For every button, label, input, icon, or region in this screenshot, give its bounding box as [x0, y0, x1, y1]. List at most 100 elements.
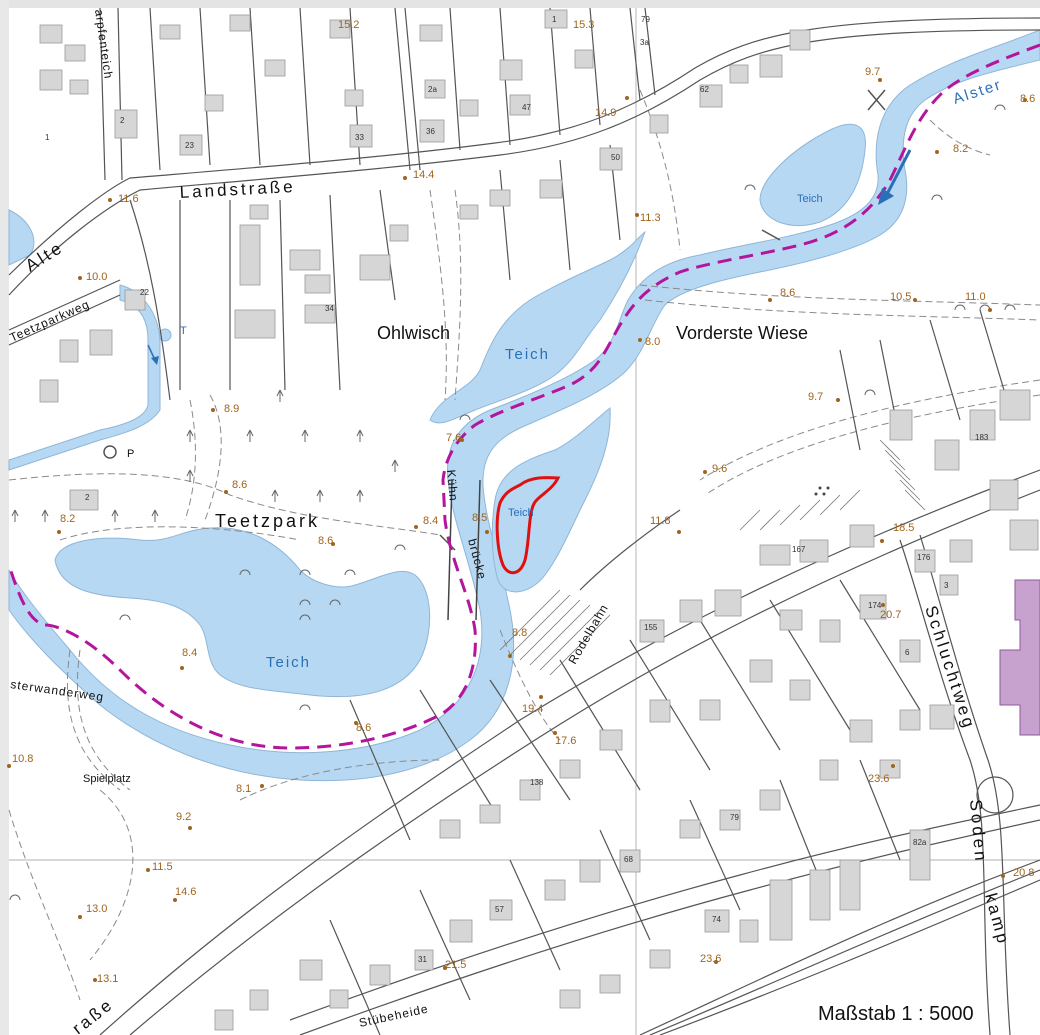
- elevation-label: 13.1: [97, 973, 118, 985]
- water-bodies: [8, 29, 1040, 782]
- water-t: T: [180, 325, 187, 337]
- house-number: 2: [85, 493, 90, 502]
- playground-dots: [814, 486, 830, 496]
- bush-symbols: [9, 104, 1016, 901]
- elevation-label: 7.6: [446, 432, 461, 444]
- elevation-label: 8.2: [953, 143, 968, 155]
- house-number: 155: [644, 623, 658, 632]
- elevation-label: 11.5: [152, 861, 173, 873]
- tree-symbols: [11, 389, 399, 522]
- water-teich-2: Teich: [505, 346, 550, 363]
- bridge-symbols: [439, 89, 886, 551]
- elevation-label: 19.4: [522, 703, 543, 715]
- elevation-label: 8.9: [224, 403, 239, 415]
- elevation-label: 20.7: [880, 609, 901, 621]
- area-spielplatz: Spielplatz: [83, 773, 131, 785]
- buildings: [39, 9, 1039, 1031]
- area-ohlwisch: Ohlwisch: [377, 323, 450, 343]
- elevation-label: 10.0: [86, 271, 107, 283]
- parking-label: P: [127, 448, 134, 460]
- purple-building: [999, 579, 1040, 736]
- elevation-label: 14.4: [413, 169, 434, 181]
- house-number: 31: [418, 955, 427, 964]
- elevation-label: 9.6: [712, 463, 727, 475]
- elevation-label: 14.6: [175, 886, 196, 898]
- water-teich-1: Teich: [797, 193, 823, 205]
- house-number: 22: [140, 288, 149, 297]
- flow-arrows: [147, 149, 912, 365]
- elevation-label: 15.3: [573, 19, 594, 31]
- elevation-label: 13.0: [86, 903, 107, 915]
- house-number: 6: [905, 648, 910, 657]
- elevation-label: 23.6: [700, 953, 721, 965]
- house-number: 47: [522, 103, 531, 112]
- house-number: 57: [495, 905, 504, 914]
- elevation-dots: [7, 78, 1027, 982]
- house-number: 3: [944, 581, 949, 590]
- elevation-label: 8.2: [60, 513, 75, 525]
- parking-symbol: [103, 445, 117, 459]
- elevation-label: 8.4: [423, 515, 438, 527]
- house-number: 50: [611, 153, 620, 162]
- top-border: [0, 0, 1040, 8]
- house-number: 3a: [640, 38, 649, 47]
- street-karpfenteich: arpfenteich: [92, 8, 116, 80]
- elevation-label: 18.5: [893, 522, 914, 534]
- roads: [8, 7, 1040, 1035]
- elevation-label: 21.5: [445, 959, 466, 971]
- scale-label: Maßstab 1 : 5000: [818, 1003, 974, 1025]
- elevation-label: 9.2: [176, 811, 191, 823]
- house-number: 138: [530, 778, 544, 787]
- boundary-line: [7, 43, 1040, 750]
- elevation-label: 9.7: [808, 391, 823, 403]
- elevation-label: 10.8: [12, 753, 33, 765]
- house-number: 176: [917, 553, 931, 562]
- water-teich-4: Teich: [266, 654, 311, 671]
- elevation-label: 8.6: [318, 535, 333, 547]
- area-teetzpark: Teetzpark: [215, 511, 320, 531]
- rodelbahn-hatching: [499, 439, 926, 676]
- elevation-label: 10.5: [890, 291, 911, 303]
- house-number: 68: [624, 855, 633, 864]
- water-teich-3: Teich: [508, 507, 534, 519]
- house-number: 74: [712, 915, 721, 924]
- house-number: 79: [641, 15, 650, 24]
- teich-ohlwisch: [429, 230, 646, 424]
- house-number: 1: [552, 15, 557, 24]
- elevation-label: 8.6: [232, 479, 247, 491]
- elevation-label: 8.6: [356, 722, 371, 734]
- elevation-label: 11.6: [118, 193, 139, 205]
- house-number: 174: [868, 601, 882, 610]
- house-number: 34: [325, 304, 334, 313]
- teich-inner: [491, 407, 611, 593]
- house-number: 79: [730, 813, 739, 822]
- teich-teetzpark: [54, 527, 431, 698]
- house-number: 33: [355, 133, 364, 142]
- street-landstrasse: Landstraße: [179, 177, 296, 202]
- highlight-outline: [495, 476, 561, 575]
- footpaths: [8, 89, 1040, 1001]
- house-number: 1: [45, 133, 50, 142]
- street-strasse: raße: [69, 994, 118, 1035]
- elevation-label: 17.6: [555, 735, 576, 747]
- house-number: 82a: [913, 838, 927, 847]
- elevation-label: 9.7: [865, 66, 880, 78]
- elevation-label: 15.2: [338, 19, 359, 31]
- label-kuehn: Kühn: [444, 469, 461, 502]
- house-number: 36: [426, 127, 435, 136]
- elevation-label: 14.9: [595, 107, 616, 119]
- elevation-label: 11.8: [650, 515, 671, 527]
- house-number: 183: [975, 433, 989, 442]
- house-number: 2: [120, 116, 125, 125]
- elevation-label: 8.5: [472, 512, 487, 524]
- elevation-label: 11.0: [965, 291, 986, 303]
- elevation-label: 20.8: [1013, 867, 1034, 879]
- elevation-label: 8.0: [645, 336, 660, 348]
- elevation-label: 23.6: [868, 773, 889, 785]
- elevation-label: 8.8: [512, 627, 527, 639]
- area-vorderste-wiese: Vorderste Wiese: [676, 323, 808, 343]
- street-soden: Soden: [966, 799, 991, 865]
- house-number: 167: [792, 545, 806, 554]
- alster-river: [8, 29, 1040, 782]
